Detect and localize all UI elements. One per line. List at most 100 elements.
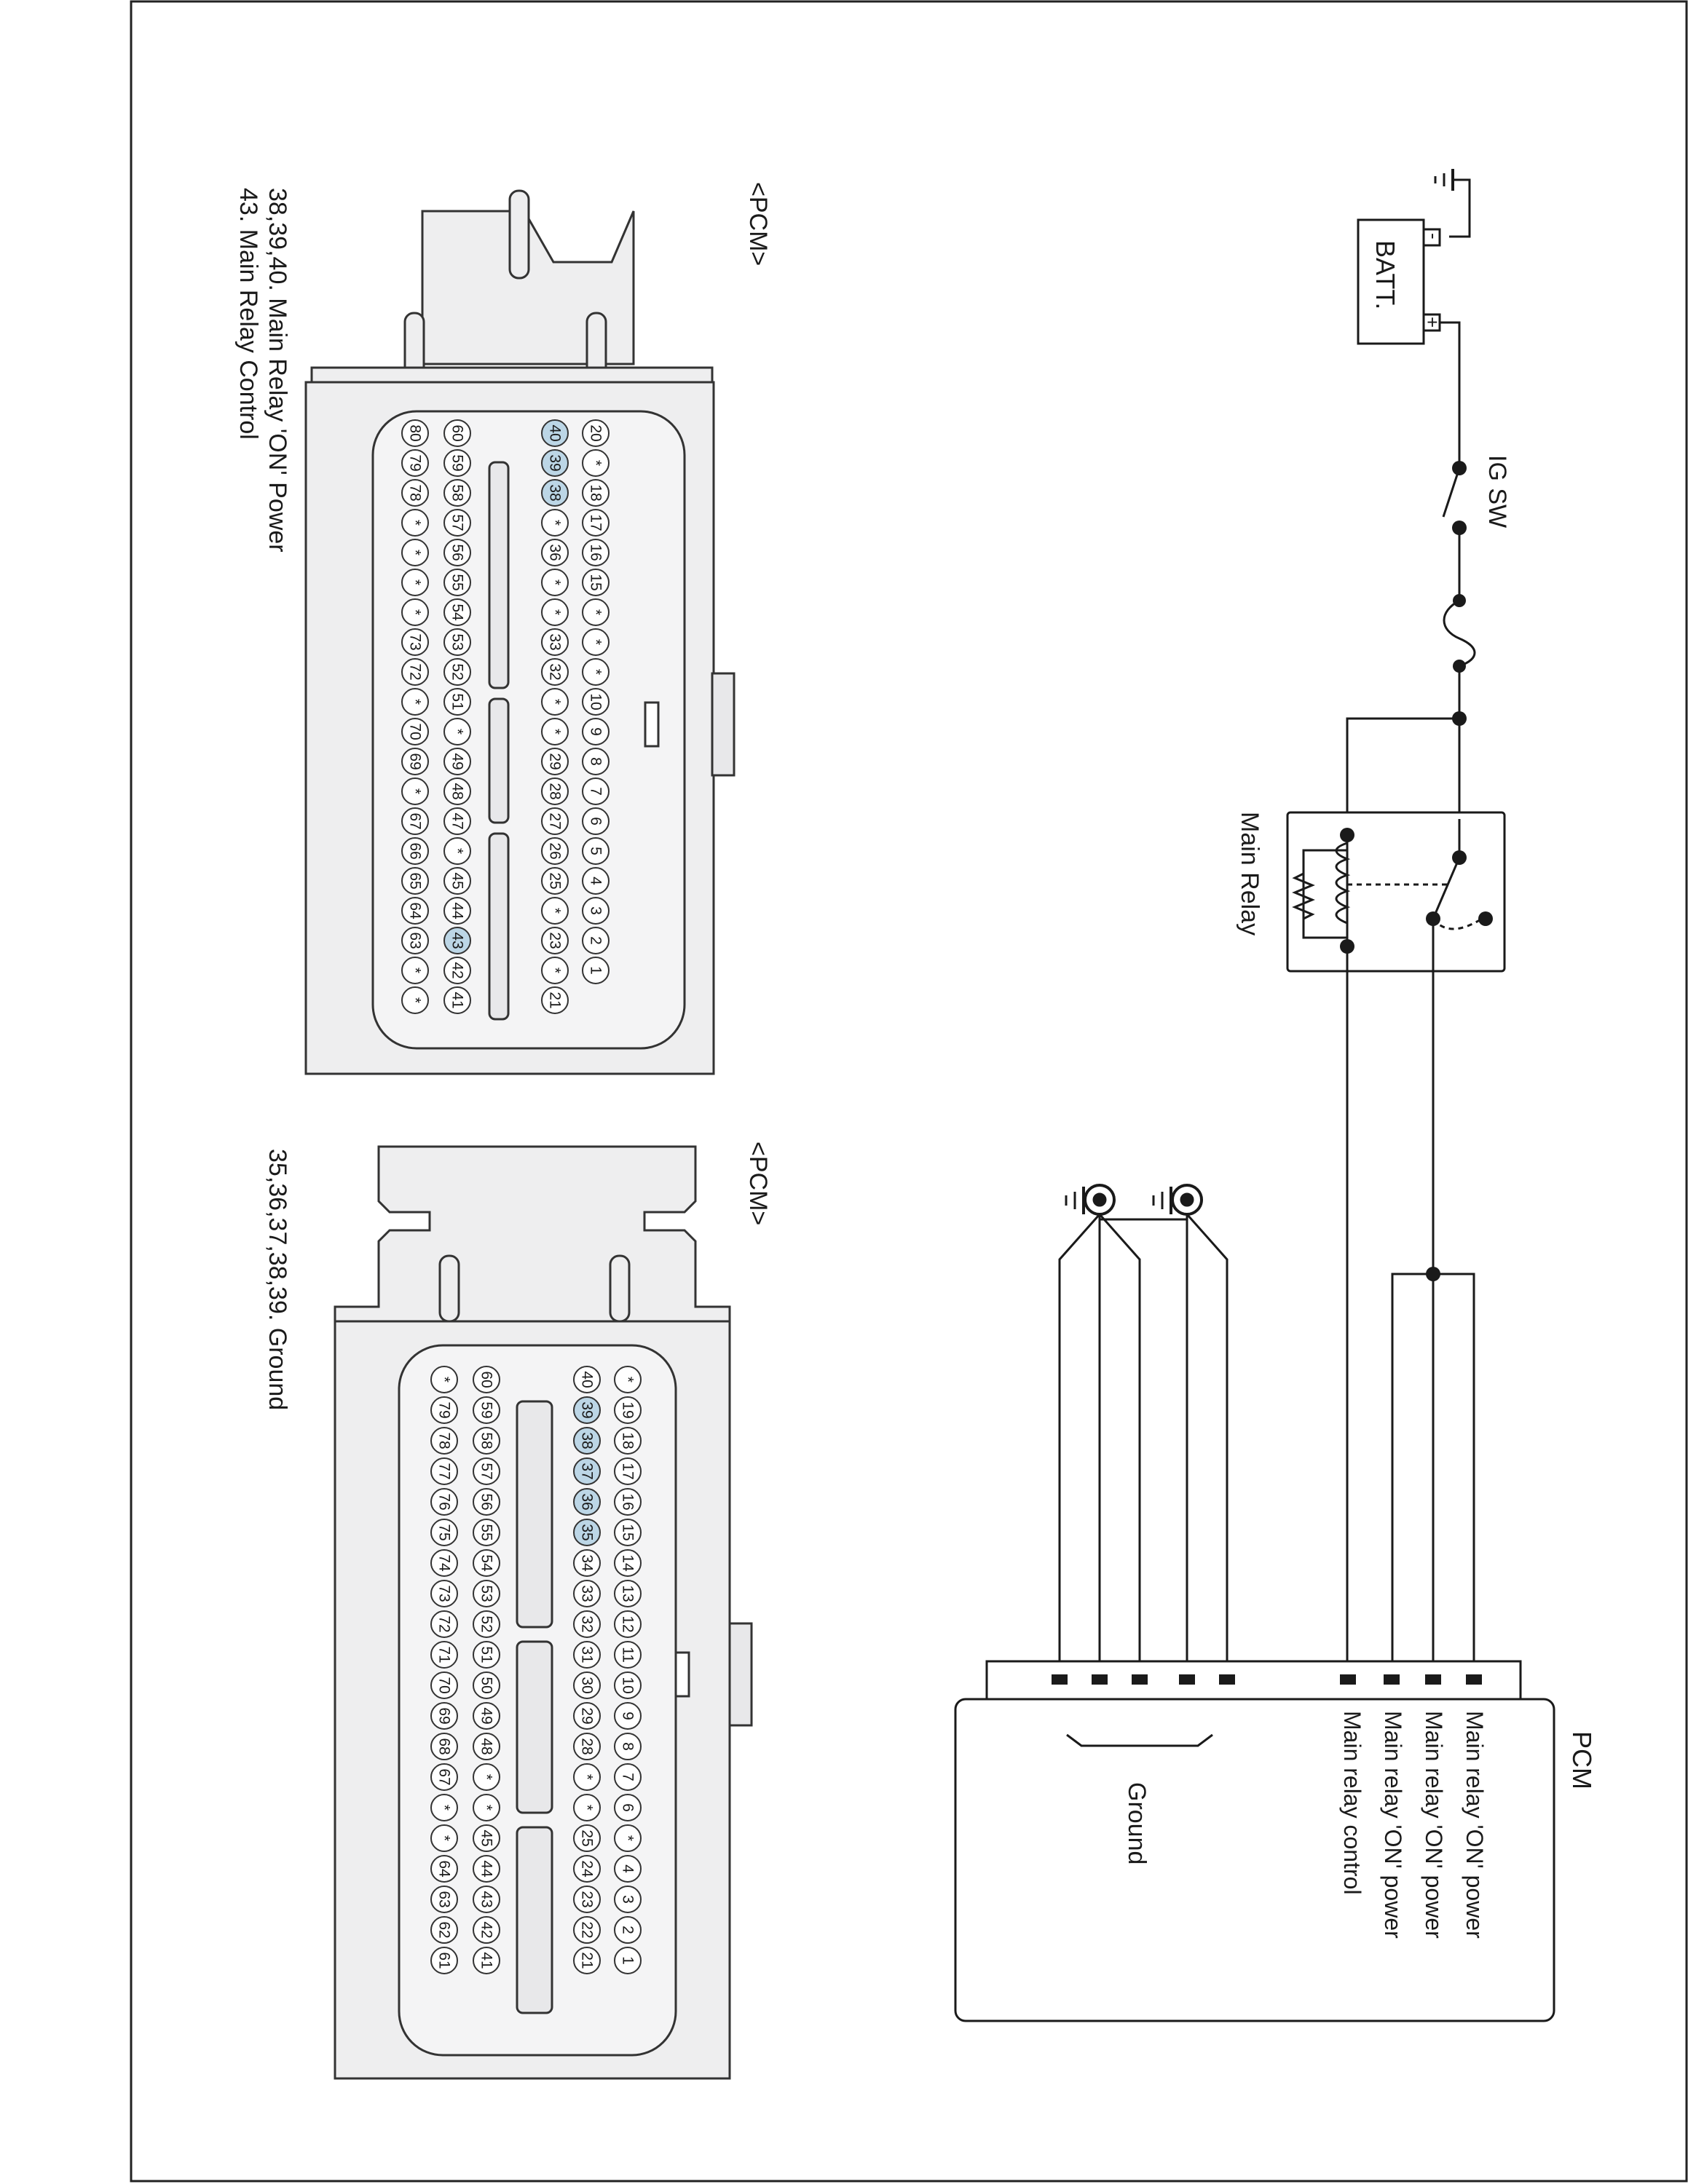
pin-label-1-*: * (588, 639, 604, 645)
pin-label-2-*: * (579, 1774, 596, 1780)
connector-1-note-1: 38,39,40. Main Relay 'ON' Power (264, 188, 291, 553)
pin-label-1-73: 73 (407, 633, 424, 650)
ground-brace (1066, 1733, 1213, 1747)
pin-2-8 (614, 1733, 642, 1760)
pin-label-1-42: 42 (449, 962, 466, 978)
pin-label-1-18: 18 (588, 484, 604, 501)
pin-1-5 (582, 837, 610, 865)
pin-1-* (541, 569, 569, 596)
pin-1-26 (541, 837, 569, 865)
pcm-label: PCM (1567, 1731, 1597, 1789)
connector-2-note-1: 35,36,37,38,39. Ground (264, 1149, 291, 1410)
pin-2-19 (614, 1396, 642, 1424)
pin-2-75 (430, 1519, 458, 1546)
relay-resistor-loop (1302, 849, 1347, 939)
pin-2-14 (614, 1549, 642, 1577)
relay-switch-blade (1432, 857, 1461, 919)
pin-1-* (541, 688, 569, 716)
pcm-terminal-label-4: Main relay control (1339, 1711, 1365, 1895)
pin-1-20 (582, 419, 610, 447)
pin-2-61 (430, 1947, 458, 1974)
pin-label-2-67: 67 (436, 1768, 453, 1785)
pin-label-2-55: 55 (478, 1524, 495, 1540)
pin-label-2-60: 60 (478, 1371, 495, 1388)
pin-label-2-78: 78 (436, 1432, 453, 1449)
pin-label-1-*: * (588, 460, 604, 466)
junction-dots (1052, 461, 1493, 1685)
pin-label-2-72: 72 (436, 1615, 453, 1632)
pin-1-23 (541, 927, 569, 954)
connector-2-tab (728, 1622, 753, 1727)
pin-label-2-6: 6 (620, 1803, 636, 1812)
pin-2-34 (573, 1549, 601, 1577)
battery-positive-wire (1440, 321, 1461, 468)
pin-label-2-25: 25 (579, 1829, 596, 1846)
pin-label-1-44: 44 (449, 902, 466, 919)
pin-1-21 (541, 986, 569, 1014)
connector-2-pins: *191817161514131211109876*43214039383736… (430, 1366, 642, 1974)
pin-1-80 (401, 419, 429, 447)
pcm-terminal-label-1: Main relay 'ON' power (1462, 1711, 1488, 1939)
pin-2-40 (573, 1366, 601, 1393)
connector-2-hood (334, 1145, 731, 1323)
pin-2-69 (430, 1702, 458, 1730)
pin-1-55 (443, 569, 471, 596)
battery-label: BATT. (1370, 240, 1400, 309)
pin-label-2-2: 2 (620, 1926, 636, 1934)
pin-label-1-80: 80 (407, 424, 424, 441)
pin-1-72 (401, 658, 429, 686)
pin-2-9 (614, 1702, 642, 1730)
pin-1-15 (582, 569, 610, 596)
pin-label-1-3: 3 (588, 906, 604, 915)
pin-label-1-32: 32 (547, 663, 564, 680)
pin-2-68 (430, 1733, 458, 1760)
pin-2-58 (473, 1427, 500, 1455)
pin-1-60 (443, 419, 471, 447)
pin-label-1-47: 47 (449, 812, 466, 829)
pin-1-36 (541, 539, 569, 566)
pin-1-* (401, 539, 429, 566)
pin-label-1-5: 5 (588, 847, 604, 855)
pin-label-2-*: * (436, 1835, 453, 1841)
pin-label-1-*: * (547, 908, 564, 914)
pin-1-8 (582, 748, 610, 775)
connector-2-key-1 (516, 1400, 553, 1629)
connector-1-key-1 (488, 461, 510, 689)
pin-2-* (614, 1824, 642, 1852)
pin-1-6 (582, 807, 610, 835)
pin-label-1-57: 57 (449, 514, 466, 531)
pin-1-63 (401, 927, 429, 954)
ground-symbol-right-icon (1152, 1184, 1203, 1216)
pin-label-2-19: 19 (620, 1401, 636, 1418)
pin-label-1-*: * (547, 729, 564, 735)
pin-label-2-62: 62 (436, 1921, 453, 1938)
pin-1-* (401, 509, 429, 537)
pin-2-55 (473, 1519, 500, 1546)
page-border (130, 0, 1688, 2183)
pin-1-53 (443, 628, 471, 656)
pin-label-2-10: 10 (620, 1677, 636, 1693)
pin-2-24 (573, 1855, 601, 1883)
pin-label-1-72: 72 (407, 663, 424, 680)
pin-label-1-6: 6 (588, 817, 604, 826)
pin-label-1-4: 4 (588, 877, 604, 885)
pin-label-1-38: 38 (547, 484, 564, 501)
pin-2-12 (614, 1610, 642, 1638)
battery-plus-label: + (1421, 317, 1443, 328)
pin-2-57 (473, 1457, 500, 1485)
pin-1-1 (582, 957, 610, 984)
ig-switch-label: IG SW (1483, 455, 1511, 528)
pin-label-2-59: 59 (478, 1401, 495, 1418)
pin-2-6 (614, 1794, 642, 1821)
pin-2-28 (573, 1733, 601, 1760)
pin-1-9 (582, 718, 610, 745)
pin-label-2-*: * (620, 1377, 636, 1382)
pin-label-2-15: 15 (620, 1524, 636, 1540)
pin-2-* (430, 1366, 458, 1393)
pin-label-1-16: 16 (588, 544, 604, 561)
pin-label-2-18: 18 (620, 1432, 636, 1449)
pin-1-47 (443, 807, 471, 835)
pin-label-2-8: 8 (620, 1742, 636, 1751)
pin-label-2-35: 35 (579, 1524, 596, 1540)
pin-label-1-*: * (449, 729, 466, 735)
